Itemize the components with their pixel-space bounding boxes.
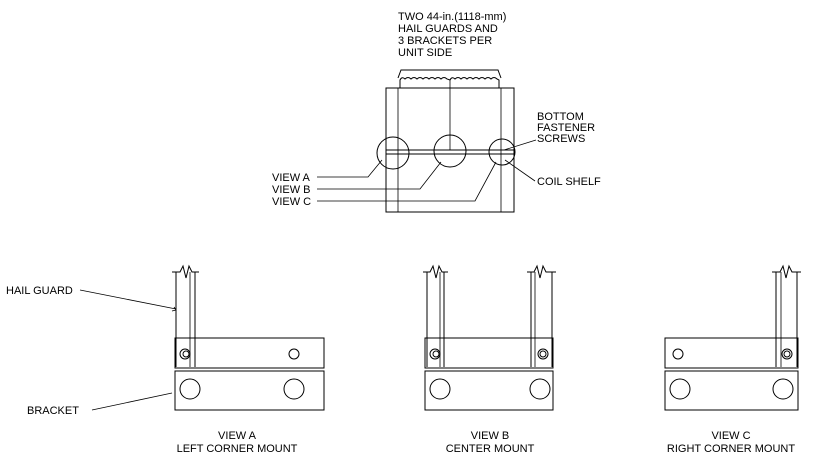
hail-guard-arrow	[171, 306, 177, 312]
screw-hole-left	[429, 348, 441, 360]
mount-hole-left	[669, 378, 691, 400]
screw-head	[783, 350, 791, 358]
view-b-title: VIEW B	[471, 430, 510, 442]
view-c-title: VIEW C	[711, 430, 750, 442]
screw-head-left	[432, 350, 440, 358]
bracket-lower	[424, 370, 554, 411]
view-a-detail: HAIL GUARD BRACKET VIEW A LEFT CORNER MO…	[6, 264, 325, 454]
bracket-label: BRACKET	[27, 405, 79, 417]
break-line	[172, 264, 199, 279]
break-left	[423, 264, 448, 279]
bracket-leader	[91, 392, 173, 411]
view-b-circle	[433, 134, 467, 168]
view-c-circle	[488, 138, 516, 166]
screw-hole-left	[672, 348, 684, 360]
mount-hole-left	[429, 378, 451, 400]
view-b-ref: VIEW B	[272, 184, 311, 196]
break-line	[772, 264, 801, 279]
screw-hole-right	[537, 348, 549, 360]
coil-shelf-leader	[504, 159, 536, 182]
coil-top-guard	[399, 77, 500, 88]
bracket-upper	[424, 337, 554, 369]
view-c-ref: VIEW C	[272, 196, 311, 208]
hail-guard-label: HAIL GUARD	[6, 285, 73, 297]
bracket-upper	[174, 337, 325, 369]
coil-shelf-label: COIL SHELF	[537, 176, 601, 188]
fastener-leader	[503, 139, 537, 151]
unit-overview: TWO 44-in.(1118-mm) HAIL GUARDS AND 3 BR…	[272, 11, 601, 213]
view-b-leader	[317, 161, 442, 190]
screw-hole-left	[179, 348, 191, 360]
bracket-lower	[174, 370, 325, 411]
view-a-subtitle: LEFT CORNER MOUNT	[177, 443, 298, 454]
note-line-2: HAIL GUARDS AND	[398, 23, 498, 35]
screw-hole-right	[288, 348, 300, 360]
view-c-detail: VIEW C RIGHT CORNER MOUNT	[664, 264, 801, 454]
view-c-leader	[317, 161, 497, 202]
view-a-leader	[317, 159, 383, 178]
screw-head-right	[539, 350, 547, 358]
mount-hole-right	[283, 378, 305, 400]
mount-hole-right	[772, 378, 794, 400]
view-b-detail: VIEW B CENTER MOUNT	[423, 264, 556, 454]
note-line-3: 3 BRACKETS PER	[398, 35, 492, 47]
fastener-line-1: BOTTOM	[537, 111, 584, 123]
fastener-line-2: FASTENER	[537, 122, 595, 134]
view-a-ref: VIEW A	[272, 172, 311, 184]
screw-hole-right	[781, 348, 793, 360]
view-b-subtitle: CENTER MOUNT	[446, 443, 535, 454]
view-a-circle	[376, 136, 410, 170]
mount-hole-left	[179, 378, 201, 400]
view-c-subtitle: RIGHT CORNER MOUNT	[667, 443, 795, 454]
bracket-upper	[664, 337, 799, 369]
fastener-line-3: SCREWS	[537, 133, 585, 145]
hail-guard-leader	[79, 289, 177, 310]
screw-head	[182, 350, 190, 358]
view-a-title: VIEW A	[218, 430, 257, 442]
bracket-lower	[664, 370, 799, 411]
mount-hole-right	[529, 378, 551, 400]
note-line-1: TWO 44-in.(1118-mm)	[398, 11, 506, 23]
break-right	[527, 264, 556, 279]
span-brace	[397, 69, 502, 79]
note-line-4: UNIT SIDE	[398, 47, 452, 59]
